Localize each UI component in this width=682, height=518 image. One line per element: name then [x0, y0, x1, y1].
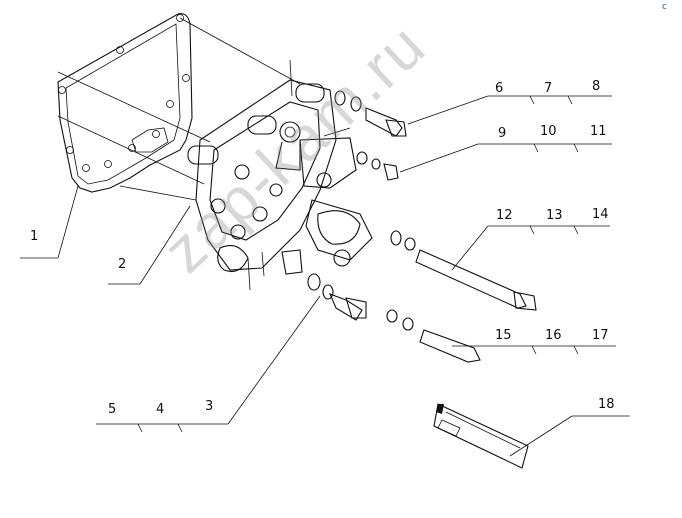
callout-6: 6	[495, 81, 504, 96]
middle-nut-assembly	[356, 151, 399, 181]
callout-13: 13	[546, 208, 563, 223]
callout-4: 4	[156, 402, 165, 417]
callout-16: 16	[545, 328, 562, 343]
callout-10: 10	[540, 124, 557, 139]
callout-2: 2	[118, 257, 127, 272]
callout-7: 7	[544, 81, 553, 96]
callout-12: 12	[496, 208, 513, 223]
lower-bolt-assembly	[307, 273, 481, 363]
callout-17: 17	[592, 328, 609, 343]
callout-5: 5	[108, 402, 117, 417]
corner-mark: c	[662, 2, 667, 12]
filter-strip-part	[433, 403, 529, 469]
callout-14: 14	[592, 207, 609, 222]
gasket-part	[57, 13, 193, 193]
housing-part	[187, 79, 373, 291]
callout-8: 8	[592, 79, 601, 94]
callout-18: 18	[598, 397, 615, 412]
upper-bolt-assembly	[334, 90, 407, 137]
callout-9: 9	[498, 126, 507, 141]
long-stud-assembly	[390, 230, 537, 311]
callout-1: 1	[30, 229, 39, 244]
callout-11: 11	[590, 124, 607, 139]
callout-3: 3	[205, 399, 214, 414]
callout-15: 15	[495, 328, 512, 343]
leader-lines	[20, 17, 630, 457]
